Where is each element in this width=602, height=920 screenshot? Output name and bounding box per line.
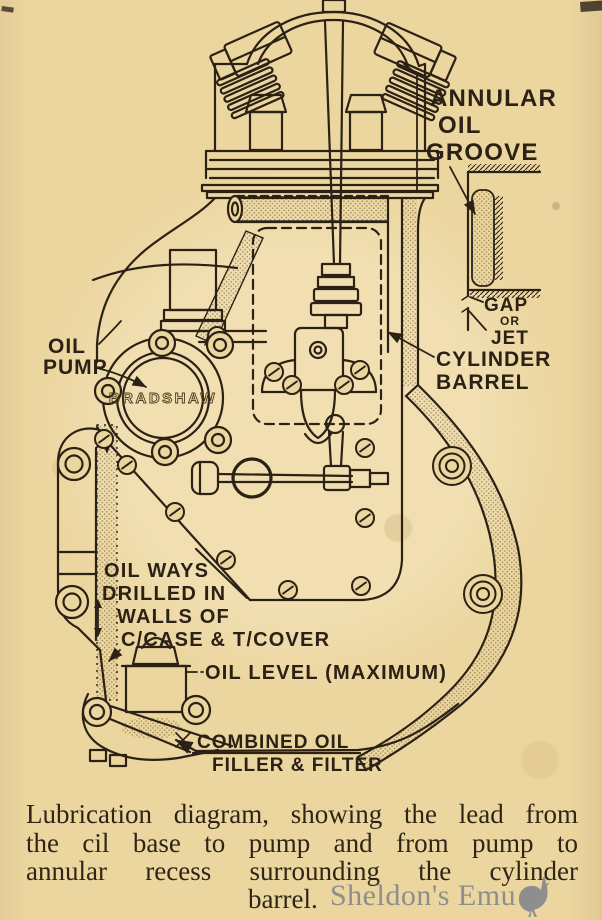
cylinder-head [209,0,457,266]
emu-icon [518,876,550,917]
oil-way-left-channel [96,424,118,701]
valve-spring-left [216,58,285,120]
label-oil-level: OIL LEVEL (MAXIMUM) [205,662,447,684]
screw [94,429,114,449]
bracket-lug-top [56,446,92,482]
screw [117,455,137,475]
bolt [205,330,235,360]
diagram-labels: ANNULAR OIL GROOVE GAP OR JET CYLINDER B… [43,85,557,776]
bolt [150,437,180,467]
screw [355,508,375,528]
oil-band-under-barrel [236,196,389,222]
label-annular-groove: GROOVE [426,139,539,166]
watermark-text: Sheldon's Emu [330,879,517,912]
sump-and-filler [81,636,234,768]
label-annular-oil: OIL [438,112,482,139]
label-pump: PUMP [43,356,108,379]
oil-way-timing-cover-crescent [356,383,523,772]
label-oil: OIL [48,335,86,358]
oil-passages-stipple [96,196,523,772]
screw [282,375,302,395]
oil-way-right [403,198,417,386]
bolt [203,425,233,455]
pump-brand-label: BRADSHAW [109,390,217,407]
label-cylinder: CYLINDER [436,348,551,371]
annular-groove-detail [461,164,542,332]
sump-lug-left [81,696,113,728]
label-barrel: BARREL [436,371,530,394]
bolt [147,328,177,358]
label-filler-1: COMBINED OIL [197,732,349,753]
caption-line-1: Lubrication diagram, showing the lead fr… [26,799,578,829]
screw [351,576,371,596]
rocker-box-right [373,22,457,82]
label-oilways-3: WALLS OF [117,606,230,628]
bracket-lug-bottom [54,584,90,620]
screw [165,502,185,522]
screw [278,580,298,600]
leader-lines [94,63,487,673]
control-rod [190,413,390,499]
label-gap: GAP [484,295,528,316]
screw [350,360,370,380]
cylinder-barrel-hidden-outline [251,226,383,426]
caption-line-3: annular recess surrounding the cylinder [26,856,578,886]
cover-bolt-ear-upper [432,446,472,486]
label-oilways-1: OIL WAYS [104,560,209,582]
rocker-box-left [209,21,293,81]
label-oilways-2: DRILLED IN [102,583,226,605]
label-annular: ANNULAR [430,85,557,112]
screw [334,375,354,395]
oil-filter-gauze [122,717,182,739]
label-or: OR [500,314,520,328]
screw [355,438,375,458]
lubrication-diagram: ANNULAR OIL GROOVE GAP OR JET CYLINDER B… [1,0,602,776]
label-filler-2: FILLER & FILTER [212,755,383,776]
sump-sweep-curve [174,702,460,755]
screw [216,550,236,570]
print-artifacts [1,0,602,13]
label-oilways-4: C/CASE & T/COVER [121,629,330,651]
tappet-assembly [260,262,378,445]
caption-line-2: the cil base to pump and from pump to [26,828,578,858]
cylinder-fins [200,149,440,200]
sump-lug-right [180,694,212,726]
cover-bolt-ear-lower [463,574,503,614]
caption-line-4: barrel. [248,884,318,914]
label-jet: JET [491,328,529,349]
pump-drive-tower [159,248,227,333]
screw [264,362,284,382]
